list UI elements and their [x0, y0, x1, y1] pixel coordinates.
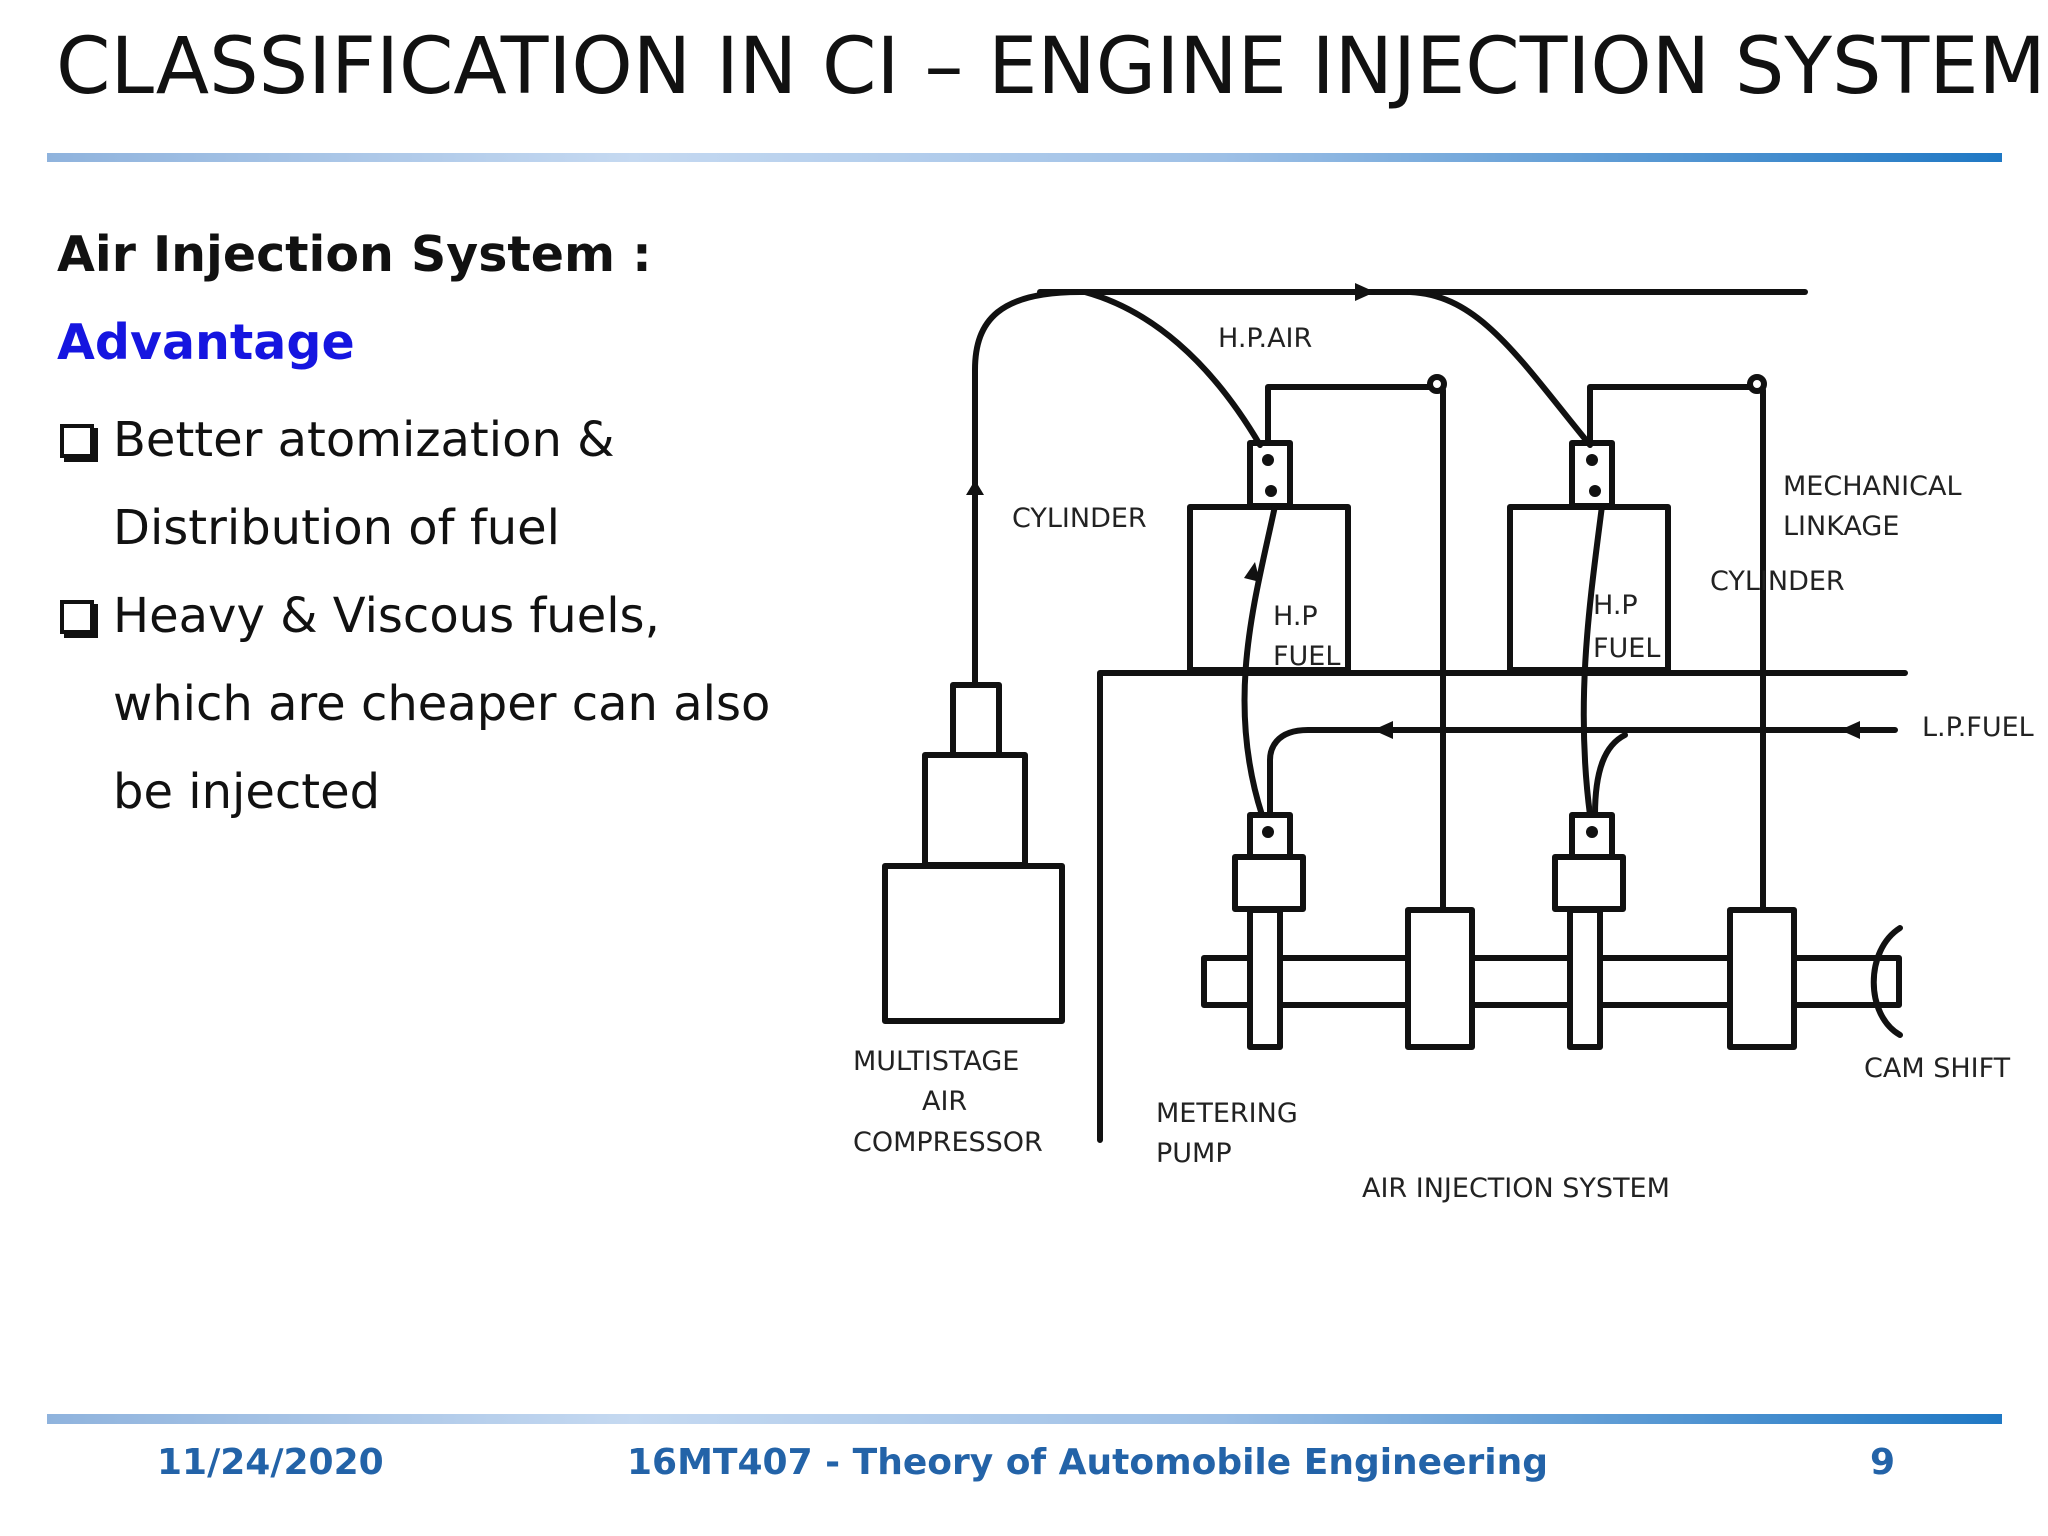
label-hp-fuel-left-1: H.P	[1273, 601, 1318, 632]
label-hp-air: H.P.AIR	[1218, 323, 1312, 354]
title-divider	[47, 153, 2002, 162]
bullet-item: Heavy & Viscous fuels, which are cheaper…	[57, 572, 837, 836]
footer-divider	[47, 1414, 2002, 1424]
label-compressor-1: MULTISTAGE	[853, 1046, 1019, 1077]
label-metering-2: PUMP	[1156, 1138, 1232, 1169]
label-hp-fuel-left-2: FUEL	[1273, 641, 1340, 672]
footer-course: 16MT407 - Theory of Automobile Engineeri…	[627, 1442, 1549, 1483]
diagram-lines	[882, 289, 1908, 1143]
section-heading: Air Injection System :	[57, 226, 652, 283]
label-lp-fuel: L.P.FUEL	[1922, 712, 2034, 743]
bullet-line: which are cheaper can also	[113, 676, 771, 732]
bullet-line: be injected	[113, 764, 381, 820]
checkbox-bullet-icon	[60, 600, 94, 634]
label-metering-1: METERING	[1156, 1098, 1298, 1129]
bullet-item: Better atomization & Distribution of fue…	[57, 396, 837, 572]
label-compressor-3: COMPRESSOR	[853, 1127, 1043, 1158]
flow-arrows	[966, 283, 1860, 838]
checkbox-bullet-icon	[60, 424, 94, 458]
label-cam-shift: CAM SHIFT	[1864, 1053, 2011, 1084]
label-mechanical-2: LINKAGE	[1783, 511, 1899, 542]
text-content: Air Injection System : Advantage Better …	[57, 220, 837, 836]
advantage-heading: Advantage	[57, 314, 355, 371]
bullet-line: Better atomization &	[113, 412, 615, 468]
label-hp-fuel-right-1: H.P	[1593, 590, 1638, 621]
diagram-caption: AIR INJECTION SYSTEM	[1362, 1173, 1670, 1204]
label-cylinder-right: CYLINDER	[1710, 566, 1845, 597]
air-injection-diagram: H.P.AIR CYLINDER H.P FUEL H.P FUEL MECHA…	[853, 283, 2034, 1204]
footer-page-number: 9	[1870, 1442, 1896, 1483]
diagram-labels: H.P.AIR CYLINDER H.P FUEL H.P FUEL MECHA…	[853, 323, 2034, 1204]
bullet-line: Heavy & Viscous fuels,	[113, 588, 660, 644]
label-compressor-2: AIR	[922, 1086, 967, 1117]
slide-title: CLASSIFICATION IN CI – ENGINE INJECTION …	[56, 22, 2046, 112]
footer-date: 11/24/2020	[157, 1442, 384, 1483]
bullet-line: Distribution of fuel	[113, 500, 560, 556]
label-mechanical-1: MECHANICAL	[1783, 471, 1962, 502]
label-cylinder-left: CYLINDER	[1012, 503, 1147, 534]
label-hp-fuel-right-2: FUEL	[1593, 633, 1660, 664]
